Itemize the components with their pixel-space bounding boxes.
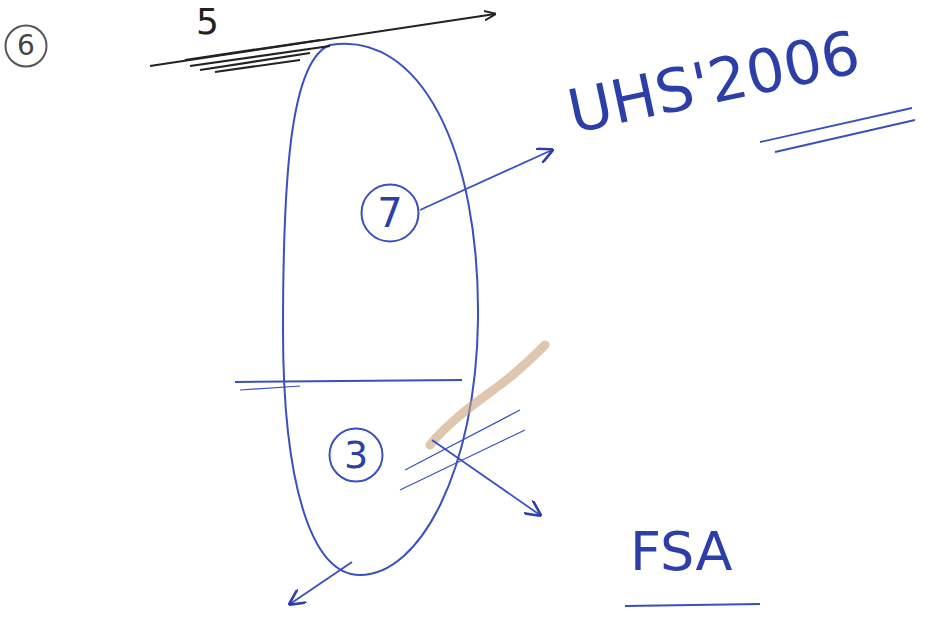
handwritten-label: UHS'2006 — [563, 22, 865, 142]
handwritten-label: 5 — [196, 4, 219, 40]
leader-arrow — [420, 150, 552, 210]
handwritten-label: FSA — [630, 525, 732, 579]
callout-number: 7 — [377, 193, 402, 233]
leader-arrow — [432, 440, 540, 515]
divider-scribble — [240, 386, 300, 390]
leader-arrow — [290, 562, 352, 604]
hatch — [400, 430, 525, 490]
callout-number: 6 — [17, 32, 35, 60]
underline — [775, 120, 915, 152]
circled-number: 6 — [4, 24, 48, 68]
divider-line — [235, 380, 462, 382]
scribble — [185, 40, 330, 72]
seed-outline — [283, 44, 478, 575]
smudge — [430, 345, 545, 445]
underline — [625, 604, 760, 606]
circled-number: 3 — [328, 427, 384, 483]
circled-number: 7 — [360, 183, 420, 243]
callout-number: 3 — [344, 436, 368, 474]
